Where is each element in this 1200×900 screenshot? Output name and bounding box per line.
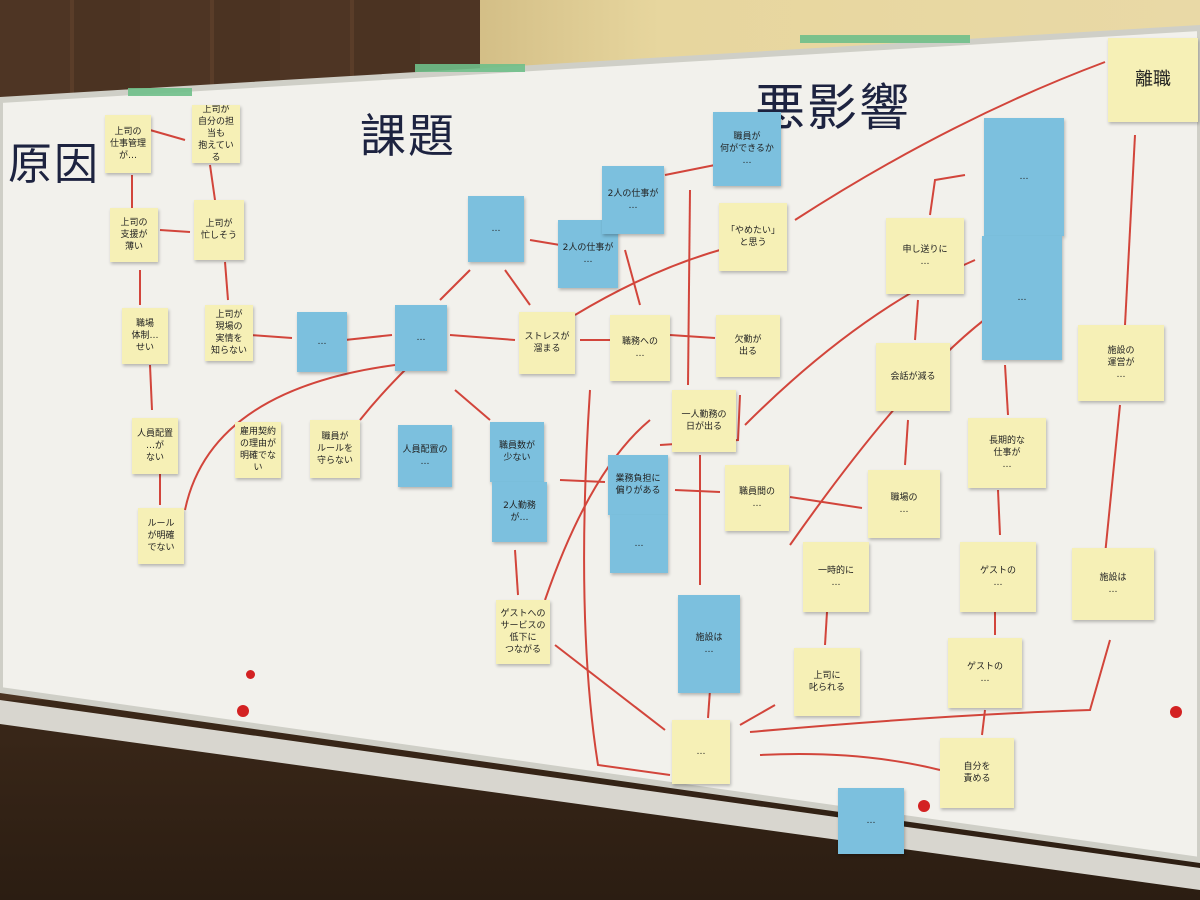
sticky-note: …	[468, 196, 524, 262]
arrow	[687, 189, 691, 386]
magnet	[237, 705, 249, 717]
arrow	[669, 334, 716, 339]
arrow	[249, 334, 293, 339]
arrow	[824, 611, 828, 646]
sticky-note: 職員間の …	[725, 465, 789, 531]
sticky-note: 職場の …	[868, 470, 940, 538]
sticky-note: 上司が 現場の 実情を 知らない	[205, 305, 253, 361]
arrow	[529, 239, 561, 246]
arrow	[184, 364, 396, 511]
arrow	[674, 489, 721, 493]
sticky-note: 会話が減る	[876, 343, 950, 411]
sticky-note: …	[982, 236, 1062, 360]
arrow	[224, 261, 229, 301]
arrow	[1004, 364, 1009, 416]
arrow	[583, 389, 671, 776]
magnet	[1170, 706, 1182, 718]
sticky-note: 上司が 自分の担当も 抱えている	[192, 105, 240, 163]
sticky-note: 職場 体制… せい	[122, 308, 168, 364]
arrow	[359, 369, 406, 421]
arrow	[904, 419, 909, 466]
tape	[800, 35, 970, 43]
sticky-note: ゲストの …	[960, 542, 1036, 612]
arrow	[1124, 134, 1136, 326]
sticky-note: ストレスが 溜まる	[519, 312, 575, 374]
sticky-note: 職員数が 少ない	[490, 422, 544, 482]
sticky-note: 一時的に …	[803, 542, 869, 612]
arrow	[749, 639, 1111, 733]
sticky-note: 業務負担に 偏りがある	[608, 455, 668, 515]
sticky-note: 「やめたい」 と思う	[719, 203, 787, 271]
sticky-note: …	[984, 118, 1064, 236]
magnet	[918, 800, 930, 812]
sticky-note: 2人勤務が…	[492, 482, 547, 542]
sticky-note: 職務への …	[610, 315, 670, 381]
sticky-note: 上司に 叱られる	[794, 648, 860, 716]
sticky-note-leaving: 離職	[1108, 38, 1198, 122]
sticky-note: 職員が ルールを 守らない	[310, 420, 360, 478]
sticky-note: …	[610, 515, 668, 573]
sticky-note: 上司が 忙しそう	[194, 200, 244, 260]
arrow	[1104, 404, 1121, 556]
arrow	[159, 229, 191, 233]
sticky-note: 施設は …	[1072, 548, 1154, 620]
arrow	[789, 496, 863, 509]
sticky-note: ゲストへの サービスの 低下に つながる	[496, 600, 550, 664]
sticky-note: 施設は …	[678, 595, 740, 693]
tape	[128, 88, 192, 96]
sticky-note: 人員配置 …が ない	[132, 418, 178, 474]
arrow	[739, 704, 776, 726]
sticky-note: 上司の 仕事管理 が…	[105, 115, 151, 173]
sticky-note: 施設の 運営が …	[1078, 325, 1164, 401]
sticky-note: 雇用契約 の理由が 明確でない	[235, 422, 281, 478]
sticky-note: ゲストの …	[948, 638, 1022, 708]
arrow	[624, 249, 641, 306]
arrow	[559, 479, 606, 483]
arrow	[664, 164, 716, 176]
sticky-note: 自分を 責める	[940, 738, 1014, 808]
sticky-note: 欠勤が 出る	[716, 315, 780, 377]
sticky-note: ルール が明確 でない	[138, 508, 184, 564]
arrow	[544, 419, 651, 601]
sticky-note: …	[395, 305, 447, 371]
sticky-note: …	[297, 312, 347, 372]
heading-cause: 原因	[8, 139, 100, 190]
arrow	[929, 174, 966, 216]
arrow	[759, 753, 941, 771]
sticky-note: …	[838, 788, 904, 854]
arrow	[344, 334, 393, 341]
arrow	[149, 129, 186, 141]
arrow	[914, 299, 919, 341]
sticky-note: …	[672, 720, 730, 784]
sticky-note: 申し送りに …	[886, 218, 964, 294]
sticky-note: 上司の 支援が 薄い	[110, 208, 158, 262]
arrow	[504, 269, 531, 306]
heading-problem: 課題	[360, 109, 456, 163]
sticky-note: 長期的な 仕事が …	[968, 418, 1046, 488]
arrow	[707, 689, 711, 719]
arrow	[149, 364, 153, 411]
arrow	[454, 389, 491, 421]
sticky-note: 2人の仕事が …	[602, 166, 664, 234]
sticky-note: 一人勤務の 日が出る	[672, 390, 736, 452]
arrow	[997, 489, 1001, 536]
sticky-note: 人員配置の …	[398, 425, 452, 487]
arrow	[794, 61, 1106, 221]
arrow	[554, 644, 666, 731]
arrow	[514, 549, 519, 596]
arrow	[574, 249, 721, 316]
tape	[415, 64, 525, 72]
arrow	[439, 269, 471, 301]
arrow	[209, 164, 216, 201]
arrow	[449, 334, 516, 341]
sticky-note: 職員が 何ができるか …	[713, 112, 781, 186]
magnet	[246, 670, 255, 679]
